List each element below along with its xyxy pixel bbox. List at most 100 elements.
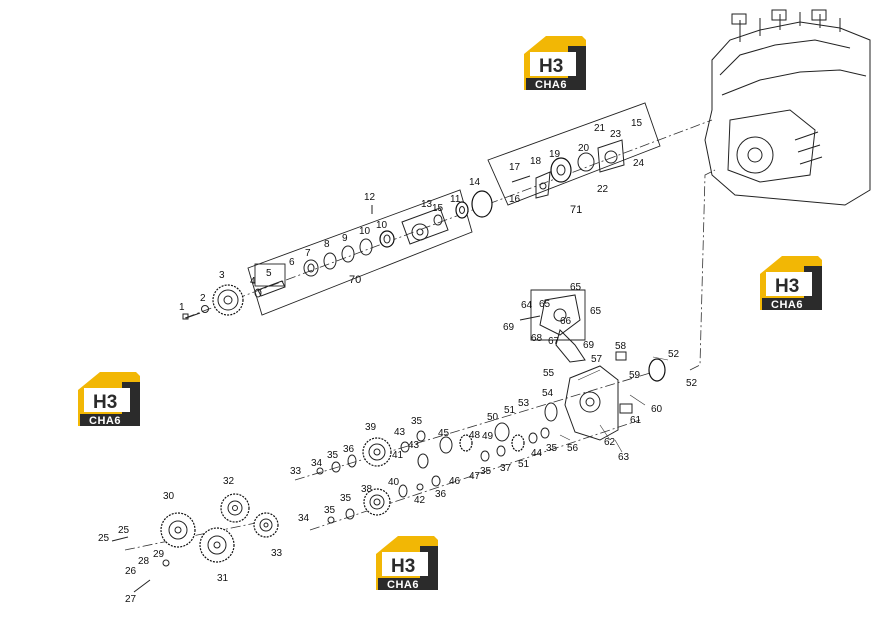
part-label: 26	[125, 566, 137, 577]
cover-22	[597, 139, 625, 173]
part-label: 13	[421, 199, 433, 210]
bearing-35d	[480, 450, 490, 462]
bearing-35b	[416, 430, 426, 442]
part-label: 55	[543, 368, 555, 379]
part-label: 51	[504, 405, 516, 416]
bolt-16	[511, 175, 531, 183]
bearing-35a	[331, 461, 341, 473]
ring-36a	[347, 454, 357, 468]
part-label: 69	[583, 340, 595, 351]
part-label: 41	[392, 450, 404, 461]
part-label: 14	[469, 177, 481, 188]
part-label: 52	[668, 349, 680, 360]
washer-28	[162, 559, 170, 567]
gear-31	[220, 493, 250, 523]
part-label: 34	[298, 513, 310, 524]
part-label: 15	[432, 203, 444, 214]
ring-13	[471, 190, 493, 218]
part-label: 34	[311, 458, 323, 469]
bolt-24	[111, 536, 129, 542]
part-label: 69	[503, 322, 515, 333]
bearing-50	[511, 434, 525, 452]
part-label: 48	[469, 430, 481, 441]
part-label: 62	[604, 437, 616, 448]
bearing-35e	[345, 508, 355, 520]
ring-19	[577, 152, 595, 172]
part-label: 35	[411, 416, 423, 427]
gear-3	[212, 284, 244, 316]
part-label: 29	[153, 549, 165, 560]
shaft-4	[254, 280, 286, 298]
part-label: 35	[327, 450, 339, 461]
group-box-71	[487, 102, 661, 206]
ring-44	[439, 436, 453, 454]
part-label: 60	[651, 404, 663, 415]
ring-49	[494, 422, 510, 442]
part-label: 12	[364, 192, 376, 203]
ring-40	[400, 441, 410, 453]
part-label: 28	[138, 556, 150, 567]
part-label: 7	[305, 248, 311, 259]
part-label: 19	[549, 149, 561, 160]
gear-30	[199, 527, 235, 563]
ring-9b	[359, 238, 373, 256]
seal-58	[648, 358, 666, 382]
gear-38	[362, 437, 392, 467]
part-label: 38	[361, 484, 373, 495]
leader-lines	[559, 356, 669, 453]
group-label-71: 71	[570, 204, 582, 216]
part-label: 56	[567, 443, 579, 454]
logo-text-bottom: CHA6	[387, 579, 419, 591]
part-label: 33	[271, 548, 283, 559]
part-label: 23	[610, 129, 622, 140]
part-label: 57	[591, 354, 603, 365]
part-label: 9	[342, 233, 348, 244]
part-label: 46	[449, 476, 461, 487]
ring-36b	[496, 445, 506, 457]
part-label: 18	[530, 156, 542, 167]
part-label: 27	[125, 594, 137, 605]
gear-47	[459, 434, 473, 452]
part-label: 36	[435, 489, 447, 500]
gear-37	[363, 488, 391, 516]
watermark-logo: H3 CHA6	[376, 536, 438, 591]
oil-pump	[519, 294, 586, 363]
seal-53	[544, 402, 558, 422]
part-label: 2	[200, 293, 206, 304]
logo-text-bottom: CHA6	[535, 79, 567, 91]
part-label: 35	[340, 493, 352, 504]
part-label: 65	[539, 299, 551, 310]
flange-17	[535, 171, 551, 199]
part-label: 33	[290, 466, 302, 477]
part-label: 17	[509, 162, 521, 173]
pin-57	[615, 351, 627, 361]
washer-2	[201, 305, 209, 313]
part-label: 32	[223, 476, 235, 487]
washer-34b	[327, 516, 335, 524]
ring-41	[416, 483, 424, 491]
bearing-14	[433, 214, 443, 226]
housing-12	[401, 207, 449, 245]
bearing-35f	[431, 475, 441, 487]
logo-text-bottom: CHA6	[771, 299, 803, 311]
bearing-10b	[455, 201, 469, 219]
part-label: 66	[560, 316, 572, 327]
logo-text-top: H3	[391, 556, 415, 577]
part-label: 3	[219, 270, 225, 281]
part-label: 50	[487, 412, 499, 423]
part-label: 65	[590, 306, 602, 317]
part-label: 8	[324, 239, 330, 250]
part-label: 30	[163, 491, 175, 502]
part-label: 45	[438, 428, 450, 439]
watermark-logo: H3 CHA6	[524, 36, 586, 91]
assembly-axes	[124, 119, 716, 551]
part-label: 21	[594, 123, 606, 134]
engine-block	[704, 9, 871, 206]
bolt-1	[182, 312, 201, 320]
part-label: 65	[570, 282, 582, 293]
part-label: 16	[509, 194, 521, 205]
ring-42	[417, 453, 429, 469]
part-label: 36	[343, 444, 355, 455]
part-label: 35	[546, 443, 558, 454]
